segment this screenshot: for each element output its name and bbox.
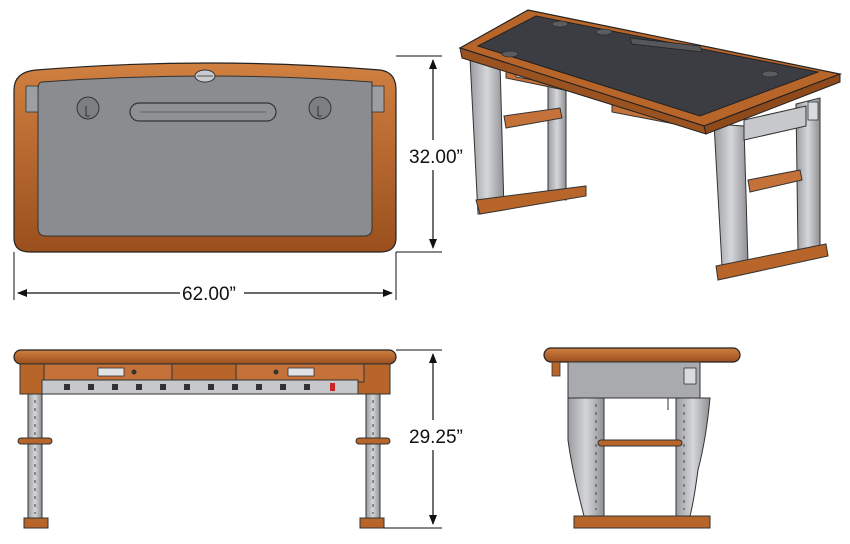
width-dimension: 62.00” bbox=[13, 252, 397, 305]
side-view-foot bbox=[573, 515, 711, 529]
side-view-left-leg bbox=[567, 397, 605, 517]
width-dimension-label: 62.00” bbox=[182, 284, 236, 305]
front-view-desktop bbox=[13, 349, 397, 365]
front-view-outlets bbox=[64, 384, 310, 390]
side-view-apron bbox=[567, 361, 701, 399]
iso-grommet-3-icon bbox=[501, 50, 519, 58]
top-view bbox=[13, 62, 397, 253]
depth-dimension-label: 32.00” bbox=[409, 147, 463, 168]
grommet-left-icon bbox=[76, 96, 100, 120]
iso-grommet-4-icon bbox=[761, 70, 779, 78]
front-view bbox=[13, 349, 397, 529]
side-view bbox=[543, 347, 741, 529]
side-view-right-leg bbox=[675, 397, 711, 517]
top-view-corner-pad-right bbox=[371, 85, 385, 113]
side-view-desktop bbox=[543, 347, 741, 363]
iso-grommet-1-icon bbox=[551, 20, 569, 28]
isometric-view bbox=[458, 9, 843, 281]
height-dimension-label: 29.25” bbox=[409, 427, 463, 448]
iso-grommet-2-icon bbox=[595, 28, 613, 36]
front-view-power-switch-icon bbox=[330, 383, 335, 391]
grommet-right-icon bbox=[308, 96, 332, 120]
depth-dimension: 32.00” bbox=[396, 55, 463, 253]
height-dimension: 29.25” bbox=[384, 349, 463, 529]
side-view-shelf bbox=[597, 439, 683, 447]
iso-desktop bbox=[458, 9, 843, 135]
iso-front-right-leg bbox=[713, 97, 829, 281]
iso-power-module-icon bbox=[807, 101, 819, 121]
front-view-power-strip bbox=[41, 379, 359, 395]
front-view-left-foot bbox=[23, 517, 49, 529]
iso-back-left-leg bbox=[469, 57, 587, 215]
side-view-power-module-icon bbox=[683, 367, 697, 385]
top-view-corner-pad-left bbox=[25, 85, 39, 113]
front-view-right-foot bbox=[359, 517, 385, 529]
